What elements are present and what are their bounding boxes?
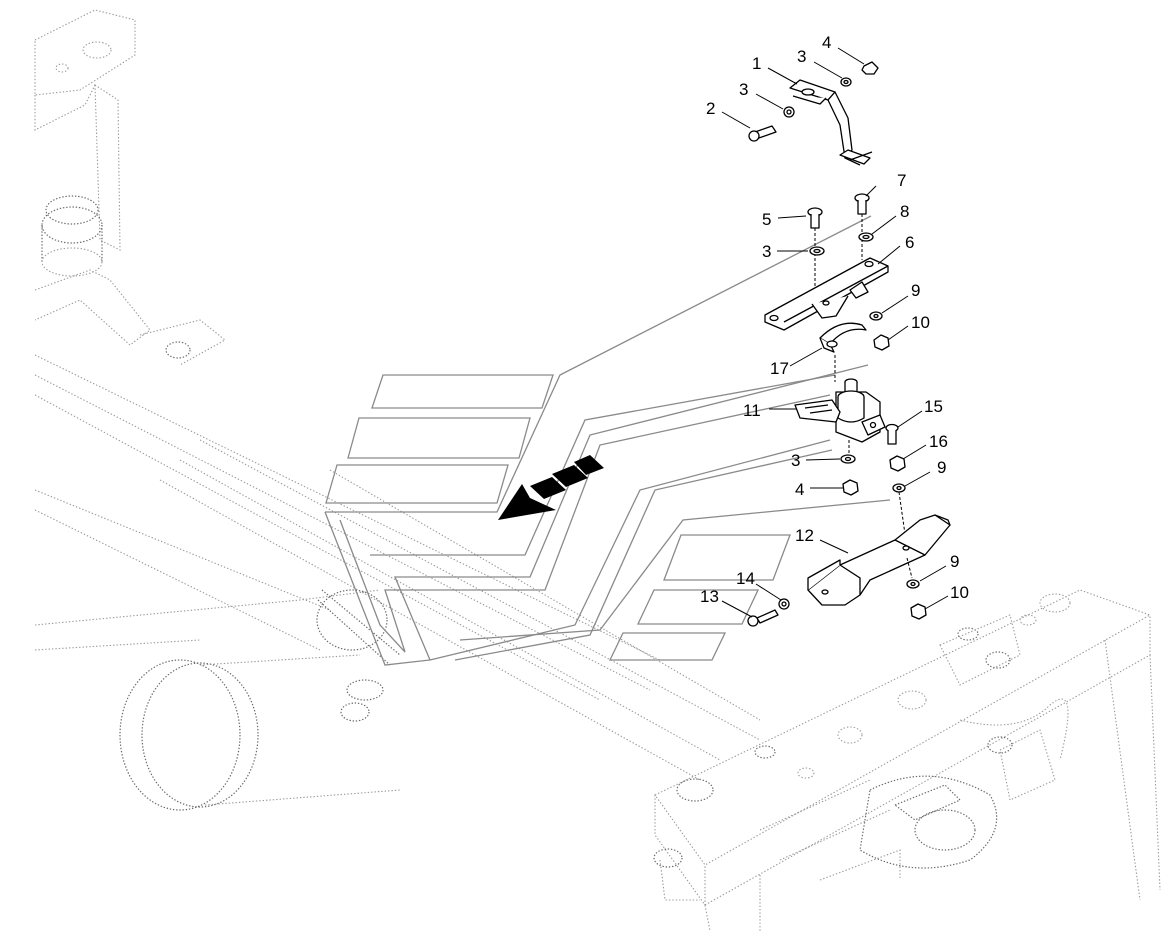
bolt-part-7 (854, 193, 870, 260)
callout-5: 5 (762, 210, 771, 229)
callout-11: 11 (743, 401, 761, 420)
callout-3: 3 (791, 451, 800, 470)
washer-part-9-lower (906, 557, 920, 589)
nut-part-10-lower (910, 603, 927, 620)
callout-2: 2 (706, 99, 715, 118)
sensor-part-11 (794, 355, 886, 443)
callout-1: 1 (752, 54, 761, 73)
washer-part-14 (778, 598, 790, 610)
callout-4: 4 (795, 480, 804, 499)
washer-part-3-top-right (840, 77, 852, 87)
bolt-part-15 (885, 423, 899, 445)
washer-part-9-upper (869, 311, 883, 321)
callout-10: 10 (911, 313, 930, 332)
solid-direction-arrow (498, 455, 604, 520)
washer-part-3-top-left (783, 106, 795, 118)
callout-9: 9 (950, 552, 959, 571)
callout-3: 3 (797, 47, 806, 66)
callout-14: 14 (736, 569, 755, 588)
callout-3: 3 (762, 242, 771, 261)
leader-lines (721, 47, 949, 618)
nut-part-10-upper (873, 334, 890, 351)
screw-part-2 (748, 125, 777, 142)
callout-4: 4 (822, 33, 831, 52)
callout-9: 9 (911, 281, 920, 300)
nut-part-4-lower (842, 479, 859, 496)
callout-8: 8 (900, 202, 909, 221)
nut-part-4-top (861, 61, 879, 75)
callout-3: 3 (739, 80, 748, 99)
washer-part-8 (858, 232, 874, 242)
nut-part-16 (889, 455, 906, 472)
callout-13: 13 (700, 587, 719, 606)
washer-part-3-mid (809, 246, 825, 256)
callout-9: 9 (937, 458, 946, 477)
callout-6: 6 (905, 233, 914, 252)
screw-part-13 (747, 609, 779, 627)
spacer-part-17 (819, 322, 867, 353)
callout-10: 10 (950, 583, 969, 602)
mounting-plate-part-6 (764, 257, 889, 331)
callout-7: 7 (897, 171, 906, 190)
callout-15: 15 (924, 397, 943, 416)
mounting-bracket-part-1 (789, 79, 873, 166)
vehicle-frame-background (34, 9, 1161, 931)
bracket-part-12 (807, 514, 951, 606)
washer-part-3-lower (840, 440, 856, 464)
callout-16: 16 (929, 432, 948, 451)
callout-numbers: 1 2 3 3 4 5 3 7 8 6 9 10 17 11 15 16 9 3… (700, 33, 969, 606)
callout-12: 12 (795, 526, 814, 545)
callout-17: 17 (770, 359, 789, 378)
